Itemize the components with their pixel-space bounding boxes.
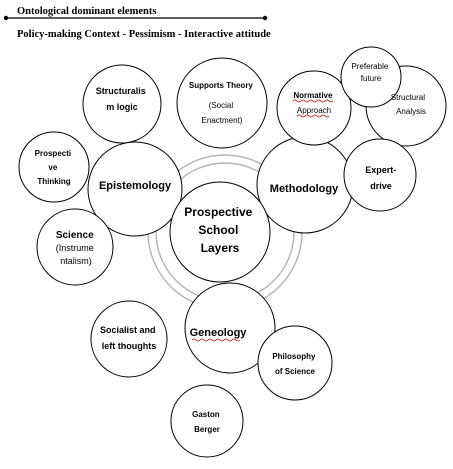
supports-theory-label: Supports Theory (Social Enactment) [189,81,255,125]
normative-approach-label: Normative Approach [293,91,334,115]
structural-analysis-label: Structural Analysis [391,93,427,116]
socialist-circle [90,300,168,378]
gaston-circle [170,384,244,458]
geneology-spellcheck-underline [191,338,241,342]
prospective-thinking-label: Prospecti ve Thinking [35,149,74,186]
preferable-future-circle [340,46,402,108]
header-subtitle: Policy-making Context - Pessimism - Inte… [17,29,271,40]
expert-drive-circle [343,138,417,212]
normative-spellcheck-underline [292,99,334,103]
science-circle [36,208,114,286]
approach-spellcheck-underline [296,114,330,118]
structuralism-logic-label: Structuralis m logic [96,86,149,112]
prospective-thinking-circle [18,131,90,203]
philosophy-label: Philosophy of Science [272,352,317,376]
supports-theory-circle [176,57,268,149]
geneology-label: Geneology [190,327,248,339]
science-label: Science (Instrume ntalism) [56,230,97,266]
header-rule-dot-right [262,15,268,21]
header-rule-dot-left [3,15,9,21]
geneology-circle [184,282,276,374]
header-title: Ontological dominant elements [17,6,156,17]
methodology-label: Methodology [270,183,339,195]
structuralism-logic-circle [82,64,162,144]
expert-drive-label: Expert- drive [365,165,399,191]
socialist-label: Socialist and left thoughts [100,325,158,351]
philosophy-circle [257,325,333,401]
epistemology-circle [87,141,183,237]
gaston-label: Gaston Berger [192,410,222,434]
epistemology-label: Epistemology [99,180,172,192]
center-label: Prospective School Layers [184,205,255,255]
center-circle [169,181,271,283]
preferable-future-label: Preferable future [351,62,390,83]
normative-approach-circle [276,70,352,146]
